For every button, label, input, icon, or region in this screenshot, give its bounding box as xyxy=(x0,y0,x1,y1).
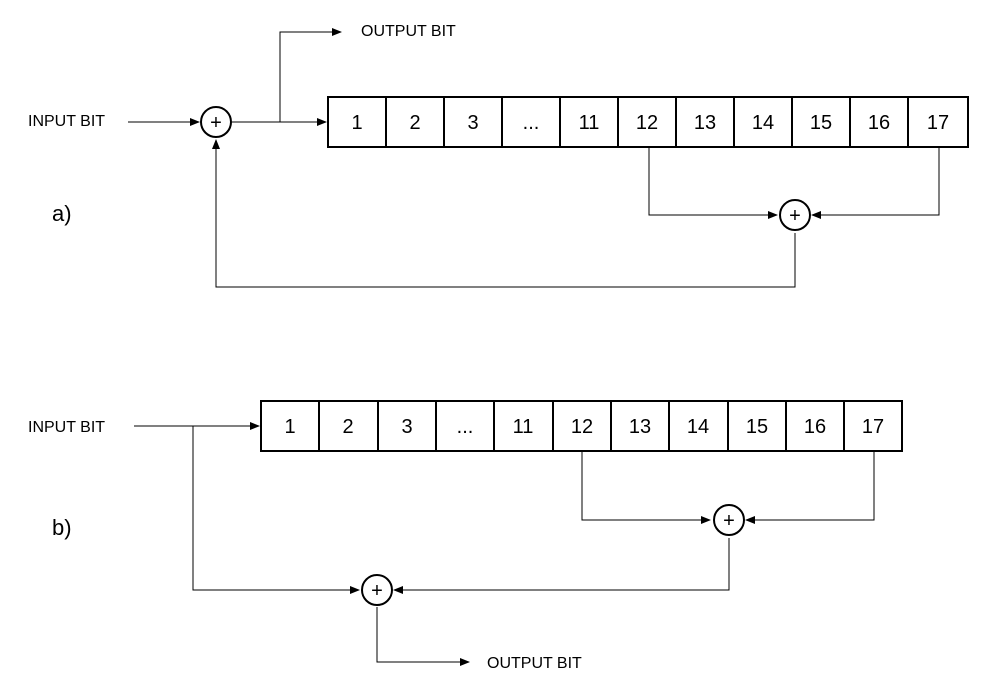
xor-node-taps-a: + xyxy=(779,199,811,231)
register-cell-label: ... xyxy=(457,416,474,438)
register-cell-label: 17 xyxy=(862,416,884,438)
xor-plus-sign: + xyxy=(723,510,735,532)
register-cell xyxy=(791,96,851,148)
register-cell xyxy=(435,400,495,452)
register-cell-label: ... xyxy=(523,112,540,134)
xor-node-taps-b: + xyxy=(713,504,745,536)
register-cell-label: 14 xyxy=(752,112,774,134)
xor-plus-sign: + xyxy=(371,580,383,602)
register-cell-label: 14 xyxy=(687,416,709,438)
register-cell xyxy=(501,96,561,148)
xor-plus-sign: + xyxy=(789,205,801,227)
register-cell-label: 13 xyxy=(629,416,651,438)
feedback-wire-a xyxy=(212,139,796,288)
output-arrow-b xyxy=(376,607,470,666)
tap-17-wire-b xyxy=(745,451,875,524)
register-cell-label: 1 xyxy=(284,416,295,438)
register-cell xyxy=(907,96,969,148)
tap-17-wire-a xyxy=(811,147,940,219)
register-cell xyxy=(675,96,735,148)
diagram-a: INPUT BIT OUTPUT BIT a) + + 1 2 3 ... xyxy=(28,23,969,288)
register-cell xyxy=(385,96,445,148)
register-cell xyxy=(559,96,619,148)
part-label-a: a) xyxy=(52,201,72,226)
xor-node-input-a: + xyxy=(200,106,232,138)
register-cell-label: 3 xyxy=(467,112,478,134)
register-cell xyxy=(668,400,729,452)
diagram-b: INPUT BIT OUTPUT BIT b) + + 1 2 3 ... xyxy=(28,400,903,672)
register-cell xyxy=(785,400,845,452)
register-cell-label: 13 xyxy=(694,112,716,134)
register-cell xyxy=(849,96,909,148)
register-cell-label: 12 xyxy=(636,112,658,134)
register-cell-label: 11 xyxy=(579,112,600,134)
input-bit-label-a: INPUT BIT xyxy=(28,113,105,130)
register-cell-label: 11 xyxy=(513,416,534,438)
register-cell-label: 15 xyxy=(810,112,832,134)
register-cell-label: 16 xyxy=(868,112,890,134)
register-cell-label: 16 xyxy=(804,416,826,438)
taps-to-output-xor-wire-b xyxy=(393,538,730,594)
input-bit-label-b: INPUT BIT xyxy=(28,419,105,436)
register-cell-label: 1 xyxy=(351,112,362,134)
register-cell xyxy=(617,96,677,148)
register-cell xyxy=(493,400,554,452)
xor-plus-sign: + xyxy=(210,112,222,134)
register-cell-label: 2 xyxy=(409,112,420,134)
xor-node-output-b: + xyxy=(361,574,393,606)
output-bit-label-a: OUTPUT BIT xyxy=(361,23,456,40)
output-arrow-a xyxy=(279,28,342,122)
register-cell xyxy=(843,400,903,452)
register-cell-label: 12 xyxy=(571,416,593,438)
register-cell-label: 2 xyxy=(342,416,353,438)
tap-12-wire-b xyxy=(581,451,711,524)
shift-register-a: 1 2 3 ... 11 12 13 14 15 16 17 xyxy=(327,96,969,148)
part-label-b: b) xyxy=(52,515,72,540)
register-cell-label: 3 xyxy=(401,416,412,438)
register-cell-label: 15 xyxy=(746,416,768,438)
output-bit-label-b: OUTPUT BIT xyxy=(487,655,582,672)
register-cell xyxy=(443,96,503,148)
register-cell-label: 17 xyxy=(927,112,949,134)
shift-register-b: 1 2 3 ... 11 12 13 14 15 16 17 xyxy=(260,400,903,452)
register-cell xyxy=(610,400,670,452)
tap-12-wire-a xyxy=(648,147,778,219)
input-to-xor-wire-b xyxy=(192,426,360,594)
